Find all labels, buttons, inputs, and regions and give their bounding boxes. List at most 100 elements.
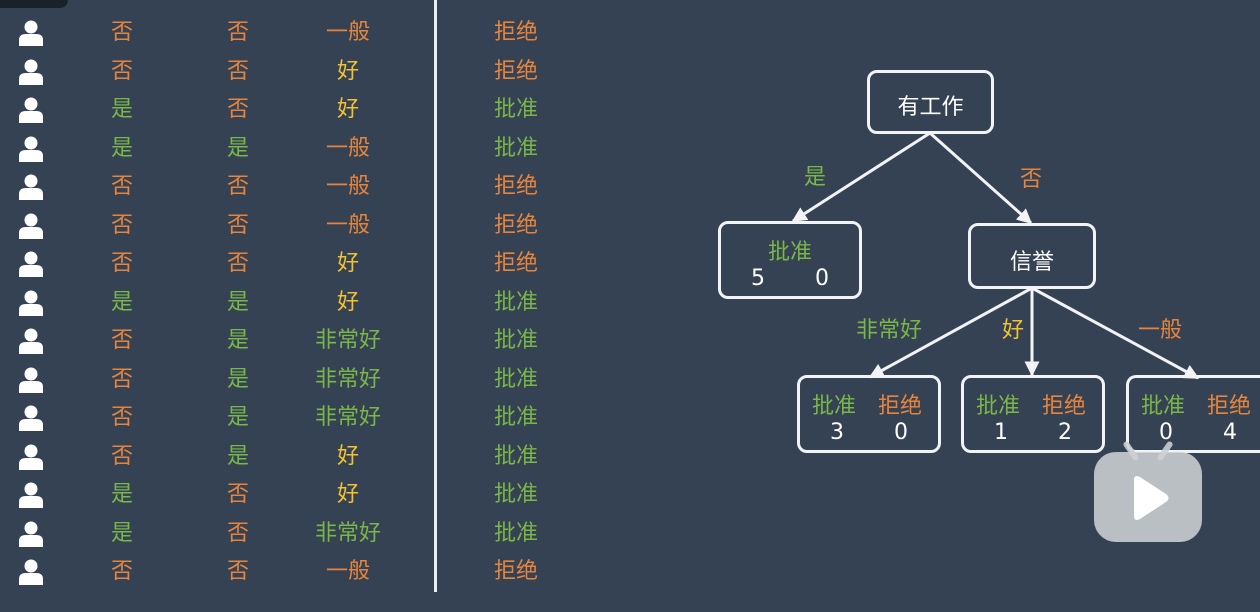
person-icon <box>19 20 43 46</box>
table-row: 否是好批准 <box>0 438 600 476</box>
table-cell-c4: 批准 <box>493 482 538 507</box>
table-cell-c1: 否 <box>110 58 133 84</box>
table-row: 是 是 好 批准 <box>0 284 600 322</box>
leaf-very-good-reject-count: 0 <box>894 420 908 445</box>
table-cell-c2: 是 <box>226 405 249 430</box>
leaf-average-approve-count: 0 <box>1159 420 1173 445</box>
table-cell-c4: 批准 <box>493 135 538 161</box>
leaf-yes-reject-count: 0 <box>815 266 829 291</box>
table-cell-c3: 一般 <box>325 135 370 161</box>
table-cell-c2: 否 <box>226 520 249 546</box>
table-cell-c3: 一般 <box>325 559 370 584</box>
table-cell-c1: 是 <box>110 482 133 507</box>
table-cell-c2: 否 <box>226 482 249 507</box>
table-row: 否 否 一般 拒绝 <box>0 14 600 52</box>
table-cell-c1: 否 <box>110 405 133 430</box>
table-cell-c1: 是 <box>110 289 133 315</box>
table-cell-c3: 好 <box>336 97 359 122</box>
leaf-good-approve-count: 1 <box>994 420 1008 445</box>
person-icon <box>19 444 43 470</box>
table-cell-c3: 一般 <box>325 20 370 45</box>
table-cell-c1: 否 <box>110 559 133 584</box>
edge-label-average: 一般 <box>1138 318 1183 343</box>
leaf-yes-approve-count: 5 <box>751 266 765 291</box>
table-cell-c1: 否 <box>110 251 133 276</box>
play-button[interactable] <box>1094 440 1202 542</box>
tree-leaf-yes: 批准 5 0 <box>718 221 862 299</box>
credit-label: 信誉 <box>1009 250 1054 275</box>
table-cell-c4: 批准 <box>493 520 538 546</box>
leaf-average-reject-count: 4 <box>1223 420 1237 445</box>
leaf-average-reject-label: 拒绝 <box>1207 394 1252 419</box>
table-row: 是 是 一般 批准 <box>0 130 600 168</box>
table-cell-c4: 批准 <box>493 97 538 122</box>
tree-leaf-very-good: 批准 拒绝 3 0 <box>797 375 941 453</box>
table-cell-c2: 否 <box>226 20 249 45</box>
person-icon <box>19 559 43 585</box>
leaf-average-approve-label: 批准 <box>1141 394 1186 419</box>
table-row: 否 否 好 拒绝 <box>0 245 600 283</box>
table-cell-c4: 批准 <box>493 289 538 315</box>
leaf-very-good-reject-label: 拒绝 <box>878 394 923 419</box>
table-cell-c1: 否 <box>110 20 133 45</box>
table-cell-c2: 是 <box>226 135 249 161</box>
person-icon <box>19 213 43 239</box>
tree-leaf-average: 批准 拒绝 0 4 <box>1126 375 1260 453</box>
table-cell-c2: 否 <box>226 174 249 199</box>
tree-leaf-good: 批准 拒绝 1 2 <box>961 375 1105 453</box>
table-row: 是 否 非常好 批准 <box>0 515 600 553</box>
table-cell-c4: 拒绝 <box>493 212 538 238</box>
table-cell-c3: 好 <box>336 251 359 276</box>
person-icon <box>19 290 43 316</box>
table-cell-c3: 好 <box>336 58 359 84</box>
leaf-good-approve-label: 批准 <box>976 394 1021 419</box>
edge-root-yes <box>791 131 931 223</box>
person-icon <box>19 521 43 547</box>
table-row: 否否一般拒绝 <box>0 168 600 206</box>
table-cell-c2: 否 <box>226 559 249 584</box>
table-cell-c2: 否 <box>226 251 249 276</box>
table-cell-c3: 非常好 <box>314 405 381 430</box>
table-cell-c4: 批准 <box>493 366 538 392</box>
table-cell-c1: 是 <box>110 520 133 546</box>
table-cell-c3: 一般 <box>325 174 370 199</box>
table-cell-c3: 好 <box>336 289 359 315</box>
leaf-very-good-approve-label: 批准 <box>812 394 857 419</box>
table-cell-c3: 好 <box>336 443 359 469</box>
edge-root-no <box>929 131 1033 225</box>
table-row: 否 是 非常好 批准 <box>0 399 600 437</box>
table-row: 否否一般拒绝 <box>0 553 600 591</box>
table-cell-c2: 是 <box>226 289 249 315</box>
table-cell-c4: 拒绝 <box>493 20 538 45</box>
table-cell-c3: 非常好 <box>314 328 381 353</box>
table-cell-c1: 否 <box>110 212 133 238</box>
leaf-good-reject-count: 2 <box>1058 420 1072 445</box>
table-row: 否是非常好批准 <box>0 361 600 399</box>
person-icon <box>19 405 43 431</box>
edge-label-very-good: 非常好 <box>856 318 923 343</box>
table-cell-c4: 拒绝 <box>493 58 538 84</box>
table-cell-c2: 否 <box>226 97 249 122</box>
person-icon <box>19 97 43 123</box>
table-cell-c2: 否 <box>226 58 249 84</box>
table-cell-c2: 否 <box>226 212 249 238</box>
edge-label-good: 好 <box>1002 318 1025 343</box>
table-divider <box>434 0 437 592</box>
table-row: 是 否 好 批准 <box>0 91 600 129</box>
table-cell-c1: 否 <box>110 174 133 199</box>
person-icon <box>19 136 43 162</box>
person-icon <box>19 251 43 277</box>
table-cell-c1: 是 <box>110 135 133 161</box>
table-cell-c4: 批准 <box>493 405 538 430</box>
edge-credit-average <box>1031 286 1200 380</box>
leaf-very-good-approve-count: 3 <box>830 420 844 445</box>
leaf-good-reject-label: 拒绝 <box>1042 394 1087 419</box>
table-cell-c4: 拒绝 <box>493 251 538 276</box>
edge-credit-very-good <box>868 286 1033 379</box>
table-row: 是 否 好 批准 <box>0 476 600 514</box>
table-cell-c3: 非常好 <box>314 520 381 546</box>
table-cell-c3: 好 <box>336 482 359 507</box>
table-cell-c1: 是 <box>110 97 133 122</box>
tree-node-credit: 信誉 <box>968 223 1096 289</box>
table-cell-c4: 批准 <box>493 443 538 469</box>
